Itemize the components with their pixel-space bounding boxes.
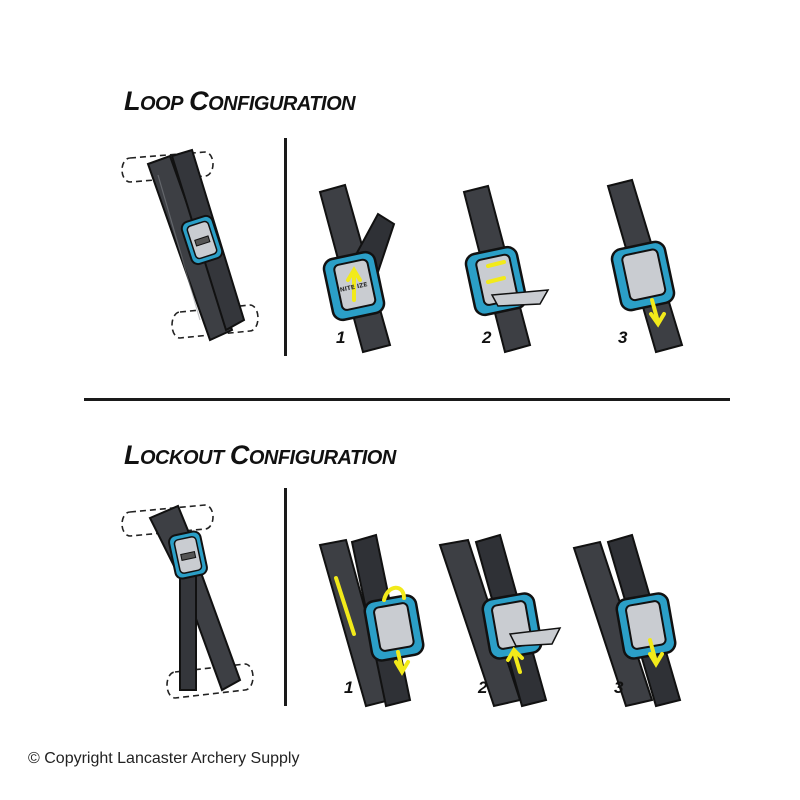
lockout-step-1-drawing: [318, 533, 425, 708]
loop-step-3-drawing: [606, 178, 684, 354]
loop-step-1-number: 1: [336, 328, 346, 347]
lockout-step-2-number: 2: [478, 678, 488, 697]
lockout-step-2-drawing: [438, 533, 562, 708]
loop-step-3-number: 3: [618, 328, 628, 347]
lockout-step-1-number: 1: [344, 678, 354, 697]
section-separator: [84, 398, 730, 401]
lockout-configuration-title: LOCKOUT CONFIGURATION: [124, 440, 396, 470]
lockout-overview-drawing: [121, 504, 254, 699]
loop-step-2-number: 2: [482, 328, 492, 347]
loop-step-2-drawing: [462, 184, 550, 354]
loop-configuration-title: LOOP CONFIGURATION: [124, 86, 356, 116]
copyright-notice: © Copyright Lancaster Archery Supply: [28, 750, 300, 767]
lockout-step-3-drawing: [572, 533, 682, 708]
loop-overview-drawing: [121, 148, 259, 342]
loop-section-divider: [284, 138, 287, 356]
lockout-buckle-icon: [166, 529, 210, 581]
lockout-section-divider: [284, 488, 287, 706]
lockout-step-3-number: 3: [614, 678, 624, 697]
loop-step-1-drawing: [318, 183, 396, 354]
